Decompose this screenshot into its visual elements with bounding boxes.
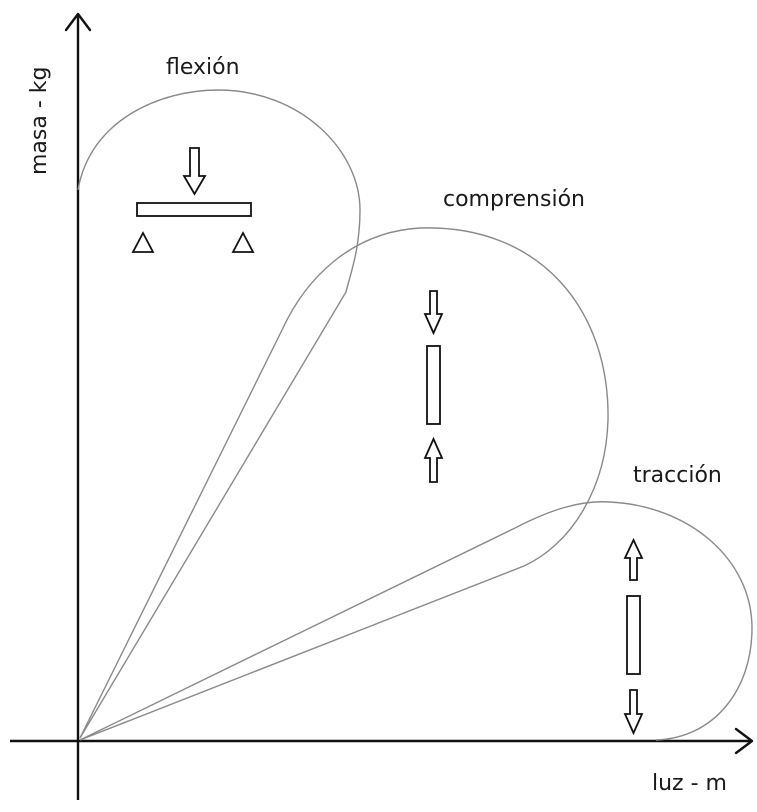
- compression-bottom-arrow-icon: [423, 436, 444, 483]
- flexion-beam-icon: [136, 202, 252, 217]
- compression-column-icon: [426, 345, 441, 425]
- flexion-region: flexión: [77, 55, 361, 739]
- y-axis-label: masa - kg: [27, 67, 52, 176]
- y-axis-arrowhead: [64, 12, 92, 32]
- right-support-icon: [231, 231, 255, 253]
- axes: [10, 12, 754, 800]
- flexion-lobe: [77, 89, 361, 739]
- compression-region: comprensión: [79, 187, 609, 741]
- traction-label: tracción: [633, 463, 722, 488]
- traction-region: tracción: [79, 463, 753, 741]
- traction-bottom-arrow-icon: [623, 689, 644, 736]
- traction-lobe: [79, 501, 753, 741]
- flexion-label: flexión: [166, 55, 240, 80]
- compression-lobe: [79, 227, 609, 741]
- x-axis-label: luz - m: [652, 771, 727, 796]
- traction-rod-icon: [626, 595, 641, 675]
- left-support-icon: [131, 231, 155, 253]
- traction-top-arrow-icon: [623, 537, 644, 581]
- x-axis-arrowhead: [734, 727, 754, 755]
- compression-label: comprensión: [443, 187, 585, 212]
- flexion-load-arrow-icon: [182, 147, 207, 196]
- compression-top-arrow-icon: [423, 290, 444, 336]
